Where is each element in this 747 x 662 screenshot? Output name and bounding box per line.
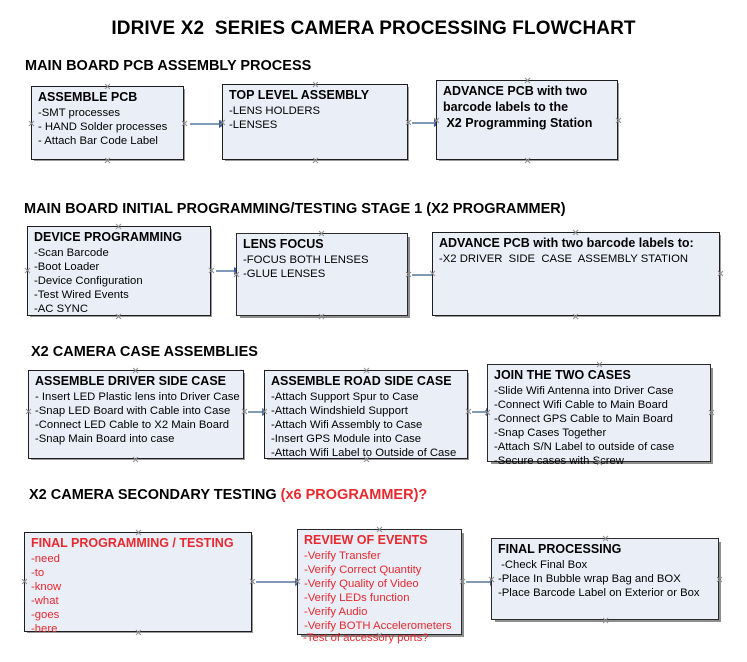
- node-line: -Verify Quality of Video: [304, 578, 419, 590]
- node-line: -Verify BOTH Accelerometers: [304, 620, 452, 632]
- node-final-programming-testing[interactable]: FINAL PROGRAMMING / TESTING -need -to -k…: [24, 532, 252, 635]
- node-title-line2: barcode labels to the: [443, 100, 569, 114]
- section-heading-main-board-pcb-assembly: MAIN BOARD PCB ASSEMBLY PROCESS: [25, 58, 311, 74]
- node-title: DEVICE PROGRAMMING: [34, 230, 182, 244]
- node-line: -AC SYNC: [34, 303, 88, 315]
- node-line: -Attach Wifi Label to Outside of Case: [271, 447, 457, 459]
- section-heading-text: MAIN BOARD PCB ASSEMBLY PROCESS: [25, 58, 312, 74]
- node-line: -Snap Cases Together: [494, 427, 607, 439]
- node-line: -Snap Main Board into case: [35, 433, 175, 445]
- node-line: -know: [31, 581, 62, 593]
- node-title: LENS FOCUS: [243, 237, 324, 251]
- section-heading-x2-camera-case-assemblies: X2 CAMERA CASE ASSEMBLIES: [31, 344, 258, 360]
- node-title: REVIEW OF EVENTS: [304, 533, 428, 547]
- node-line: -Verify Correct Quantity: [304, 564, 422, 576]
- node-line: -Attach S/N Label to outside of case: [494, 441, 675, 453]
- node-line: -Verify Transfer: [304, 550, 381, 562]
- section-heading-text: X2 CAMERA SECONDARY TESTING: [29, 487, 281, 503]
- section-heading-accent: (x6 PROGRAMMER)?: [280, 487, 428, 503]
- node-device-programming[interactable]: DEVICE PROGRAMMING -Scan Barcode -Boot L…: [27, 226, 211, 316]
- node-title: FINAL PROCESSING: [498, 542, 622, 556]
- node-title: ASSEMBLE ROAD SIDE CASE: [271, 374, 452, 388]
- node-line: -Test Wired Events: [34, 289, 129, 301]
- node-line: -Place In Bubble wrap Bag and BOX: [498, 573, 681, 585]
- node-line: -Connect LED Cable to X2 Main Board: [35, 419, 230, 431]
- node-line: -Check Final Box: [498, 559, 588, 571]
- node-line: -SMT processes: [38, 107, 121, 119]
- node-top-level-assembly[interactable]: TOP LEVEL ASSEMBLY -LENS HOLDERS -LENSES: [222, 84, 408, 160]
- section-heading-main-board-initial-programming: MAIN BOARD INITIAL PROGRAMMING/TESTING S…: [24, 201, 566, 217]
- node-line: -Attach Windshield Support: [271, 405, 408, 417]
- node-final-processing[interactable]: FINAL PROCESSING -Check Final Box -Place…: [491, 538, 719, 620]
- connector-assemble-pcb-to-top-level-assembly: [190, 120, 226, 128]
- node-review-of-events[interactable]: REVIEW OF EVENTS -Verify Transfer -Verif…: [297, 529, 462, 635]
- node-title: FINAL PROGRAMMING / TESTING: [31, 536, 234, 550]
- node-title: ADVANCE PCB with two barcode labels to:: [439, 236, 694, 250]
- section-heading-text: MAIN BOARD INITIAL PROGRAMMING/TESTING S…: [24, 201, 566, 217]
- node-line: -GLUE LENSES: [243, 268, 326, 280]
- node-line: -Attach Wifi Assembly to Case: [271, 419, 423, 431]
- node-line: -Device Configuration: [34, 275, 143, 287]
- node-line: -LENSES: [229, 119, 278, 131]
- node-assemble-driver-side-case[interactable]: ASSEMBLE DRIVER SIDE CASE - Insert LED P…: [28, 370, 244, 459]
- node-line: -X2 DRIVER SIDE CASE ASSEMBLY STATION: [439, 253, 689, 265]
- node-line: -Slide Wifi Antenna into Driver Case: [494, 385, 674, 397]
- node-line: - Insert LED Plastic lens into Driver Ca…: [35, 391, 240, 403]
- page-title: IDRIVE X2 SERIES CAMERA PROCESSING FLOWC…: [111, 18, 636, 39]
- node-overflow-line-review-of-events: -Test of accessory ports?: [303, 632, 429, 644]
- node-title: TOP LEVEL ASSEMBLY: [229, 88, 370, 102]
- node-assemble-pcb[interactable]: ASSEMBLE PCB -SMT processes - HAND Solde…: [31, 86, 184, 160]
- node-line: - HAND Solder processes: [38, 121, 168, 133]
- node-line: -Connect Wifi Cable to Main Board: [494, 399, 668, 411]
- node-title-line3: X2 Programming Station: [443, 116, 593, 130]
- node-line: - Attach Bar Code Label: [38, 135, 158, 147]
- node-title: JOIN THE TWO CASES: [494, 368, 631, 382]
- node-advance-pcb-driver-side-station[interactable]: ADVANCE PCB with two barcode labels to: …: [432, 232, 720, 316]
- node-line: -Connect GPS Cable to Main Board: [494, 413, 673, 425]
- node-line: -LENS HOLDERS: [229, 105, 321, 117]
- node-line: -Secure cases with Screw: [494, 455, 624, 467]
- node-lens-focus[interactable]: LENS FOCUS -FOCUS BOTH LENSES -GLUE LENS…: [236, 233, 408, 316]
- node-line: -Verify Audio: [304, 606, 368, 618]
- section-heading-text: X2 CAMERA CASE ASSEMBLIES: [31, 344, 258, 360]
- node-line: -Boot Loader: [34, 261, 100, 273]
- node-line: -Place Barcode Label on Exterior or Box: [498, 587, 700, 599]
- node-line: -need: [31, 553, 60, 565]
- node-line: -Verify LEDs function: [304, 592, 410, 604]
- node-line: -Insert GPS Module into Case: [271, 433, 422, 445]
- node-line: -to: [31, 567, 45, 579]
- node-advance-pcb-programming-station[interactable]: ADVANCE PCB with two barcode labels to t…: [436, 80, 618, 160]
- node-title: ADVANCE PCB with two: [443, 84, 588, 98]
- connector-final-programming-to-review-of-events: [256, 578, 302, 586]
- section-heading-x2-camera-secondary-testing: X2 CAMERA SECONDARY TESTING (x6 PROGRAMM…: [29, 487, 427, 503]
- node-line: -Scan Barcode: [34, 247, 109, 259]
- node-join-the-two-cases[interactable]: JOIN THE TWO CASES -Slide Wifi Antenna i…: [487, 364, 711, 467]
- node-title: ASSEMBLE DRIVER SIDE CASE: [35, 374, 227, 388]
- node-assemble-road-side-case[interactable]: ASSEMBLE ROAD SIDE CASE -Attach Support …: [264, 370, 468, 459]
- node-line: -Snap LED Board with Cable into Case: [35, 405, 231, 417]
- node-title: ASSEMBLE PCB: [38, 90, 138, 104]
- node-line: -what: [31, 595, 59, 607]
- node-line: -here: [31, 623, 58, 635]
- node-line: -FOCUS BOTH LENSES: [243, 254, 369, 266]
- node-line: -goes: [31, 609, 60, 621]
- node-line: -Attach Support Spur to Case: [271, 391, 419, 403]
